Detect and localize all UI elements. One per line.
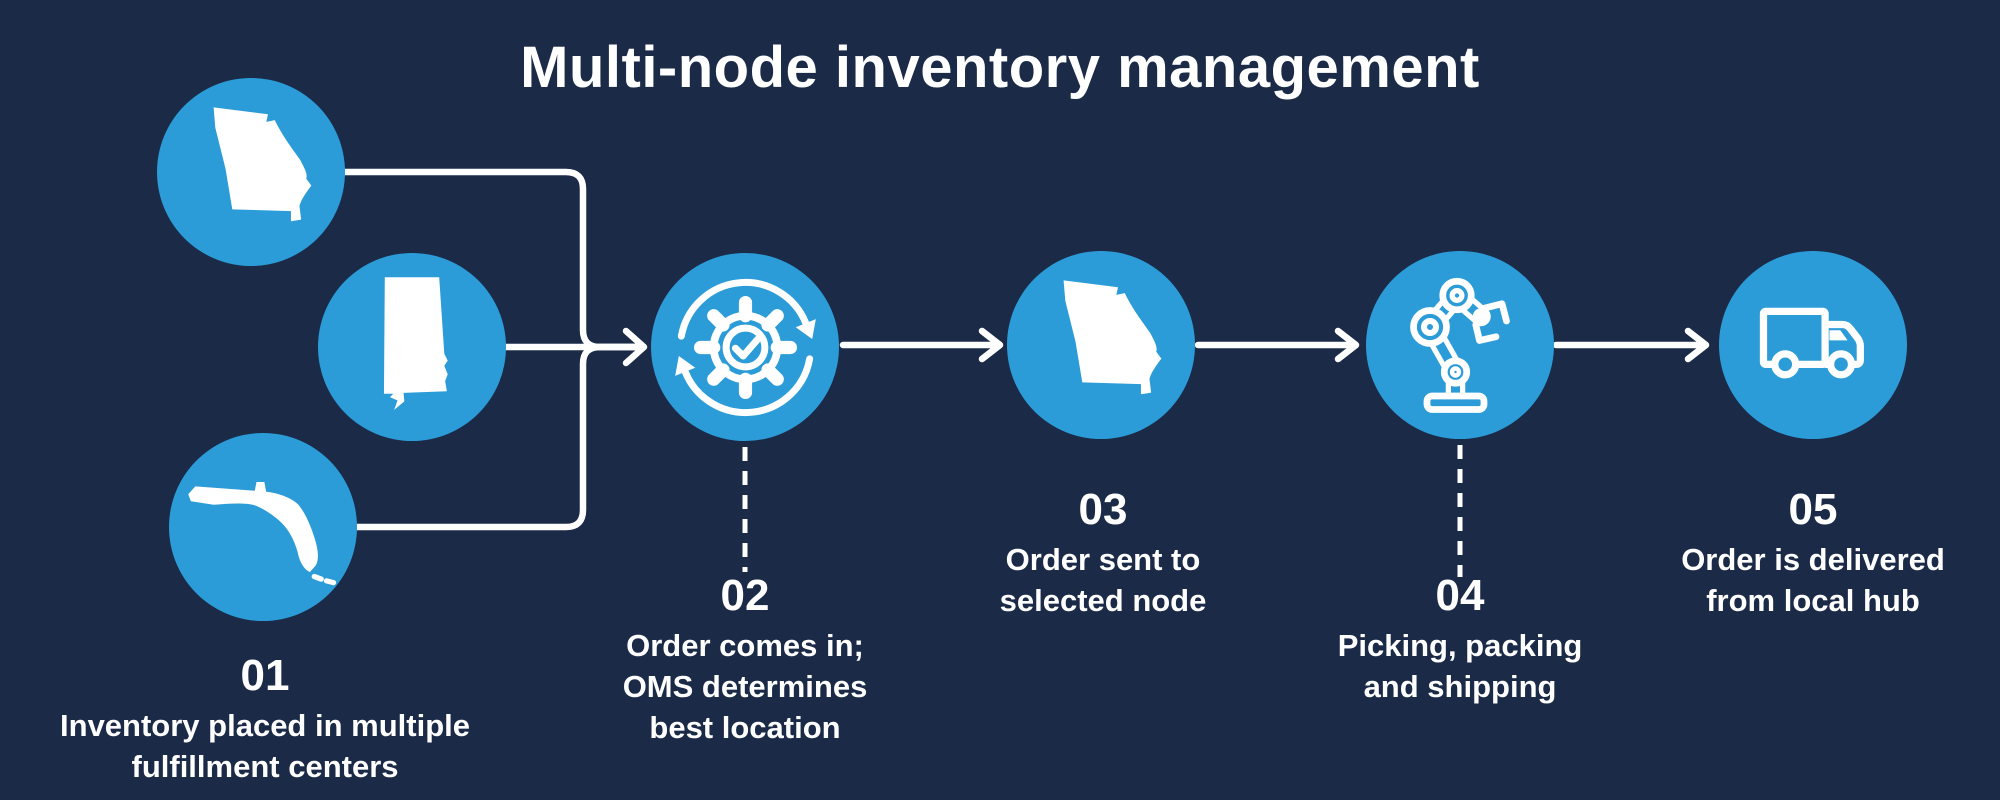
- step-1-text-line: fulfillment centers: [131, 749, 399, 784]
- step-5-text-line: from local hub: [1706, 583, 1920, 618]
- step-2-label: 02 Order comes in; OMS determines best l…: [575, 570, 915, 748]
- merge-arrowhead-icon: [622, 327, 648, 367]
- node-delivery: [1719, 251, 1907, 439]
- node-fulfillment-florida: [169, 433, 357, 621]
- node-fulfillment-alabama: [318, 253, 506, 441]
- florida-state-icon: [187, 481, 336, 585]
- node-fulfillment-georgia: [157, 78, 345, 266]
- oms-gear-sync-icon: [674, 278, 816, 416]
- step-2-text-line: OMS determines: [622, 669, 868, 704]
- step-5-number: 05: [1788, 485, 1838, 534]
- node-oms: [651, 253, 839, 441]
- step-3-text-line: Order sent to: [1005, 542, 1201, 577]
- alabama-state-icon: [383, 277, 448, 410]
- robotic-arm-icon: [1410, 277, 1510, 413]
- step-4-label: 04 Picking, packing and shipping: [1285, 570, 1635, 707]
- step-2-text-line: Order comes in;: [626, 628, 864, 663]
- step-1-label: 01 Inventory placed in multiple fulfillm…: [40, 650, 490, 787]
- step-3-label: 03 Order sent to selected node: [928, 484, 1278, 621]
- step-3-number: 03: [1078, 485, 1128, 534]
- georgia-state-icon: [1063, 280, 1162, 395]
- step-1-text-line: Inventory placed in multiple: [60, 708, 470, 743]
- step-1-number: 01: [240, 651, 290, 700]
- step-3-text-line: selected node: [999, 583, 1207, 618]
- delivery-truck-icon: [1759, 307, 1864, 378]
- page-title: Multi-node inventory management: [520, 35, 1480, 100]
- node-picking-packing: [1366, 251, 1554, 439]
- step-5-text-line: Order is delivered: [1681, 542, 1945, 577]
- step-5-label: 05 Order is delivered from local hub: [1633, 484, 1993, 621]
- step-2-number: 02: [720, 571, 770, 620]
- arrow-03-to-04: [1194, 327, 1360, 363]
- step-4-number: 04: [1435, 571, 1485, 620]
- step-2-text-line: best location: [649, 710, 841, 745]
- node-selected-georgia: [1007, 251, 1195, 439]
- georgia-state-icon: [213, 107, 312, 222]
- arrow-02-to-03: [839, 327, 1004, 363]
- step-4-text-line: and shipping: [1363, 669, 1557, 704]
- arrow-04-to-05: [1552, 327, 1710, 363]
- step-4-text-line: Picking, packing: [1337, 628, 1583, 663]
